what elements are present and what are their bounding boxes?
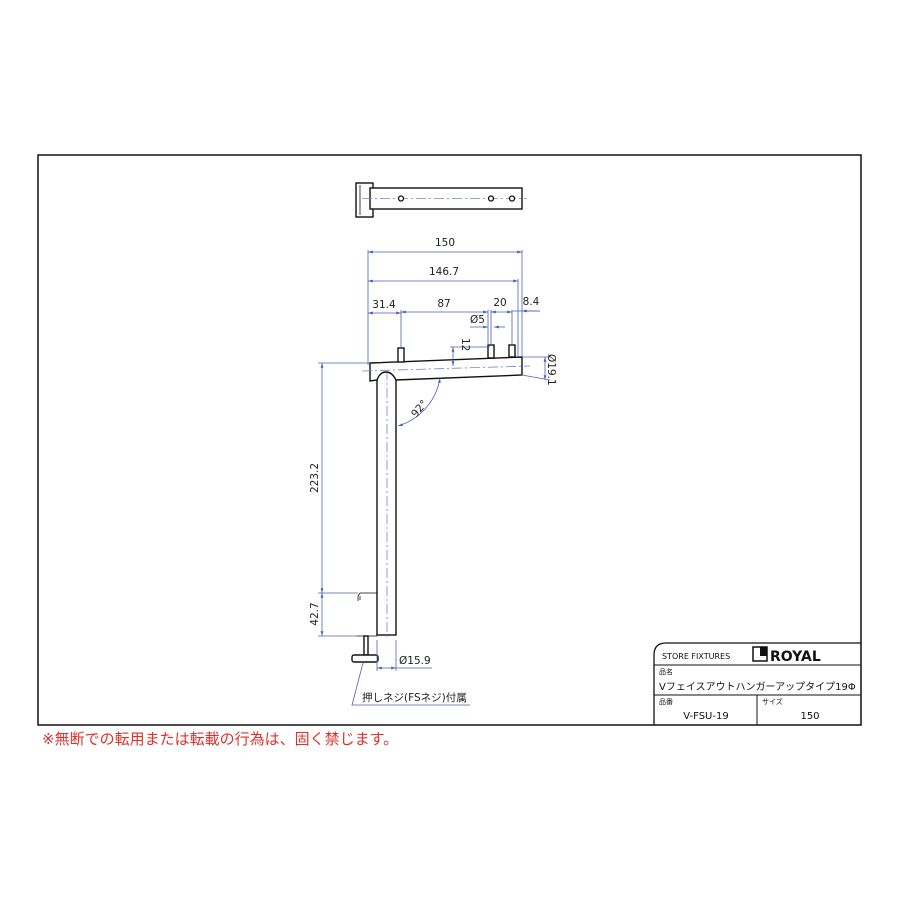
dim-first-pin-offset: 31.4: [372, 299, 396, 311]
dim-arm-length: 146.7: [429, 266, 459, 278]
dim-arm-diameter: Ø19.1: [545, 354, 557, 386]
size-label: サイズ: [762, 697, 783, 706]
name-value: Vフェイスアウトハンガーアップタイプ19Φ: [659, 681, 856, 693]
drawing-frame: [37, 154, 862, 726]
svg-text:ROYAL: ROYAL: [770, 649, 821, 665]
top-view: [355, 182, 527, 218]
dim-pin-spacing-2: 20: [493, 297, 506, 309]
side-view: [351, 344, 531, 663]
dimensions: 150 146.7 31.4 87 20 8.4 Ø5 12 Ø19.1 92°…: [309, 237, 557, 706]
part-no-value: V-FSU-19: [683, 711, 728, 722]
part-no-label: 品番: [659, 698, 673, 706]
dim-pin-diameter: Ø5: [470, 314, 485, 326]
dim-pin-height: 12: [459, 338, 471, 351]
size-value: 150: [800, 711, 819, 722]
dim-upright-length: 223.2: [309, 463, 321, 493]
dim-end-offset: 8.4: [523, 296, 540, 308]
name-label: 品名: [659, 667, 673, 676]
dim-upright-diameter: Ø15.9: [399, 655, 431, 667]
company-label: STORE FIXTURES: [662, 652, 730, 661]
dim-pin-spacing-1: 87: [437, 298, 450, 310]
screw-note: 押しネジ(FSネジ)付属: [362, 691, 467, 704]
copyright-warning: ※無断での転用または転載の行為は、固く禁じます。: [42, 730, 398, 748]
royal-logo: ROYAL: [752, 646, 821, 665]
title-block: STORE FIXTURES ROYAL 品名 Vフェイスアウトハンガーアップタ…: [653, 642, 861, 725]
dim-angle: 92°: [409, 398, 430, 420]
dim-clamp-height: 42.7: [309, 602, 321, 625]
dim-overall-length: 150: [435, 237, 455, 249]
